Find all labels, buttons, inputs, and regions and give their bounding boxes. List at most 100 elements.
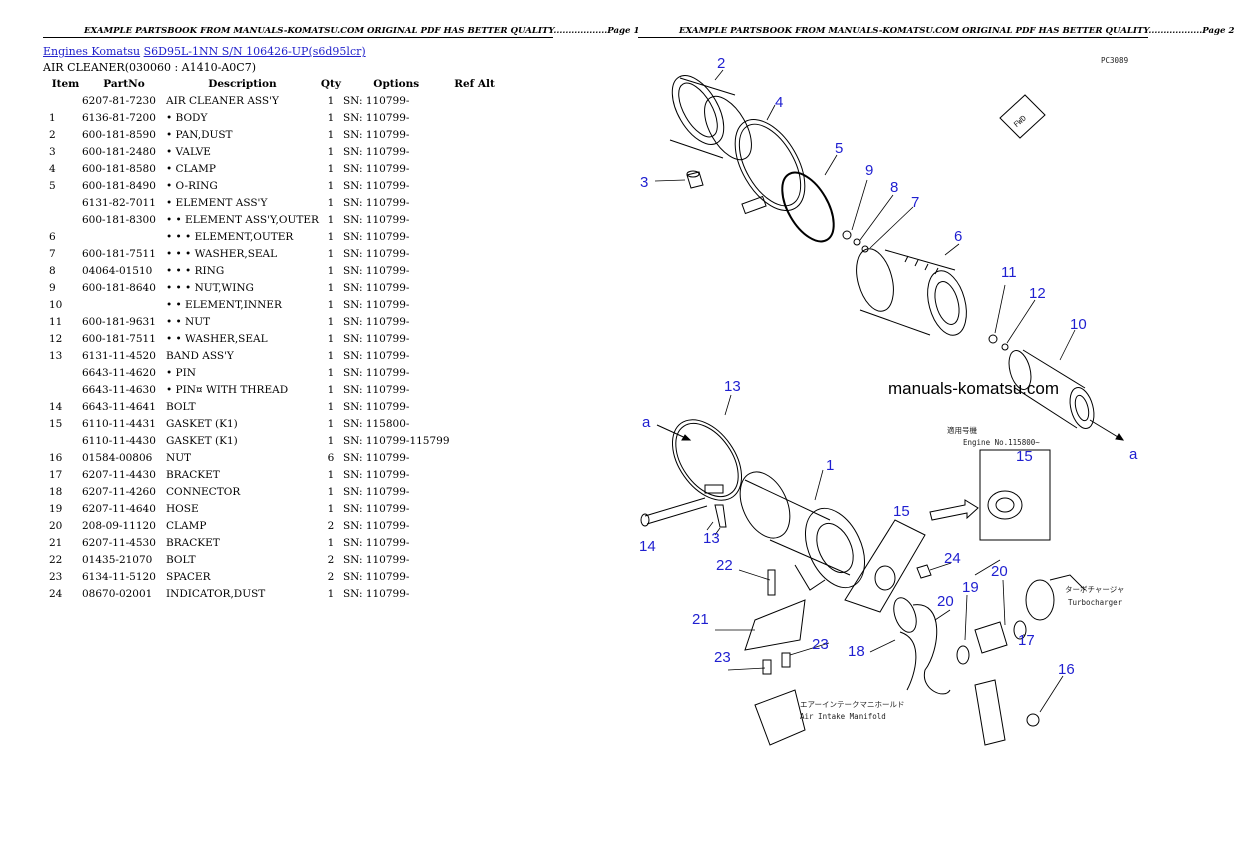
valve-drawing <box>686 170 704 189</box>
callout-24: 24 <box>944 550 961 567</box>
callout-21: 21 <box>692 611 709 628</box>
cell-partno: 6131-11-4520 <box>82 349 156 362</box>
callout-4: 4 <box>775 94 783 111</box>
callout-5: 5 <box>835 140 843 157</box>
cell-ref-alt <box>450 143 500 160</box>
cell-item: 22 <box>49 553 63 566</box>
band-drawing <box>671 419 743 528</box>
cell-partno: 6131-82-7011 <box>82 196 156 209</box>
cell-description: • • • WASHER,SEAL <box>166 247 278 260</box>
outer-element-drawing <box>856 248 967 336</box>
cell-options: SN: 110799- <box>342 400 410 413</box>
cell-qty: 1 <box>327 298 335 311</box>
col-options: Options <box>373 78 420 90</box>
cell-qty: 1 <box>327 196 335 209</box>
cell-partno: 600-181-9631 <box>82 315 156 328</box>
bracket-bolt-drawing <box>744 569 806 746</box>
cell-options: SN: 110799- <box>342 485 410 498</box>
cell-ref-alt <box>450 381 500 398</box>
callout-20a: 20 <box>991 563 1008 580</box>
cell-options: SN: 110799- <box>342 315 410 328</box>
cell-options: SN: 110799- <box>342 349 410 362</box>
cell-qty: 1 <box>327 468 335 481</box>
callout-23a: 23 <box>812 636 829 653</box>
cell-options: SN: 110799- <box>342 468 410 481</box>
cell-ref-alt <box>450 534 500 551</box>
cell-ref-alt <box>450 432 500 449</box>
breadcrumb: Engines Komatsu S6D95L-1NN S/N 106426-UP… <box>43 45 366 58</box>
cell-description: • BODY <box>166 111 208 124</box>
cell-description: • • • ELEMENT,OUTER <box>166 230 294 243</box>
cell-qty: 1 <box>327 485 335 498</box>
model-link[interactable]: S6D95L-1NN S/N 106426-UP(s6d95lcr) <box>143 45 366 58</box>
cell-options: SN: 110799- <box>342 281 410 294</box>
cell-description: • PIN¤ WITH THREAD <box>166 383 289 396</box>
cell-qty: 2 <box>327 519 335 532</box>
cell-item: 23 <box>49 570 63 583</box>
cell-item: 10 <box>49 298 63 311</box>
indicator-drawing <box>916 564 932 579</box>
table-header-row: Item PartNo Description Qty Options Ref … <box>43 76 500 92</box>
cell-description: NUT <box>166 451 192 464</box>
cell-partno: 600-181-7511 <box>82 247 156 260</box>
cell-options: SN: 110799- <box>342 366 410 379</box>
cell-ref-alt <box>450 330 500 347</box>
callout-20b: 20 <box>937 593 954 610</box>
cell-description: • PAN,DUST <box>166 128 233 141</box>
cell-options: SN: 110799- <box>342 213 410 226</box>
cell-ref-alt <box>450 568 500 585</box>
cell-ref-alt <box>450 245 500 262</box>
cell-ref-alt <box>450 347 500 364</box>
cell-qty: 1 <box>327 264 335 277</box>
cell-partno: 6207-81-7230 <box>82 94 156 107</box>
cell-qty: 1 <box>327 536 335 549</box>
cell-partno: 6136-81-7200 <box>82 111 156 124</box>
applicable-label-jp: 適用号機 <box>947 425 977 435</box>
callout-13b: 13 <box>703 530 720 547</box>
cell-qty: 1 <box>327 366 335 379</box>
cell-qty: 1 <box>327 213 335 226</box>
cell-item: 5 <box>49 179 56 192</box>
cell-partno: 6643-11-4630 <box>82 383 156 396</box>
cell-item: 12 <box>49 332 63 345</box>
callout-10: 10 <box>1070 316 1087 333</box>
col-ref-alt: Ref Alt <box>454 78 495 90</box>
cell-qty: 1 <box>327 315 335 328</box>
cell-description: BOLT <box>166 400 196 413</box>
cell-partno: 6110-11-4431 <box>82 417 156 430</box>
cell-item <box>43 432 82 449</box>
cell-item: 2 <box>49 128 56 141</box>
cell-partno: 6207-11-4260 <box>82 485 156 498</box>
cell-ref-alt <box>450 415 500 432</box>
cell-qty: 1 <box>327 111 335 124</box>
inner-element-drawing <box>1008 349 1095 429</box>
cell-options: SN: 110799-115799 <box>342 434 450 447</box>
cell-ref-alt <box>450 500 500 517</box>
cell-partno <box>82 296 166 313</box>
cell-ref-alt <box>450 517 500 534</box>
callout-numbers: 2 4 3 5 9 8 7 6 11 12 10 13 1 15 15 14 1… <box>639 55 1138 678</box>
cell-qty: 1 <box>327 400 335 413</box>
cell-ref-alt <box>450 398 500 415</box>
parts-table: Item PartNo Description Qty Options Ref … <box>43 76 500 602</box>
cell-item: 20 <box>49 519 63 532</box>
engines-komatsu-link[interactable]: Engines Komatsu <box>43 45 141 58</box>
callout-12: 12 <box>1029 285 1046 302</box>
manifold-label-en: Air Intake Manifold <box>800 712 886 721</box>
cell-ref-alt <box>450 228 500 245</box>
gasket-drawing <box>844 519 926 613</box>
cell-options: SN: 110799- <box>342 179 410 192</box>
diagram-code: PC3089 <box>1101 56 1128 65</box>
callout-3: 3 <box>640 174 648 191</box>
cell-item: 4 <box>49 162 56 175</box>
cell-options: SN: 110799- <box>342 145 410 158</box>
